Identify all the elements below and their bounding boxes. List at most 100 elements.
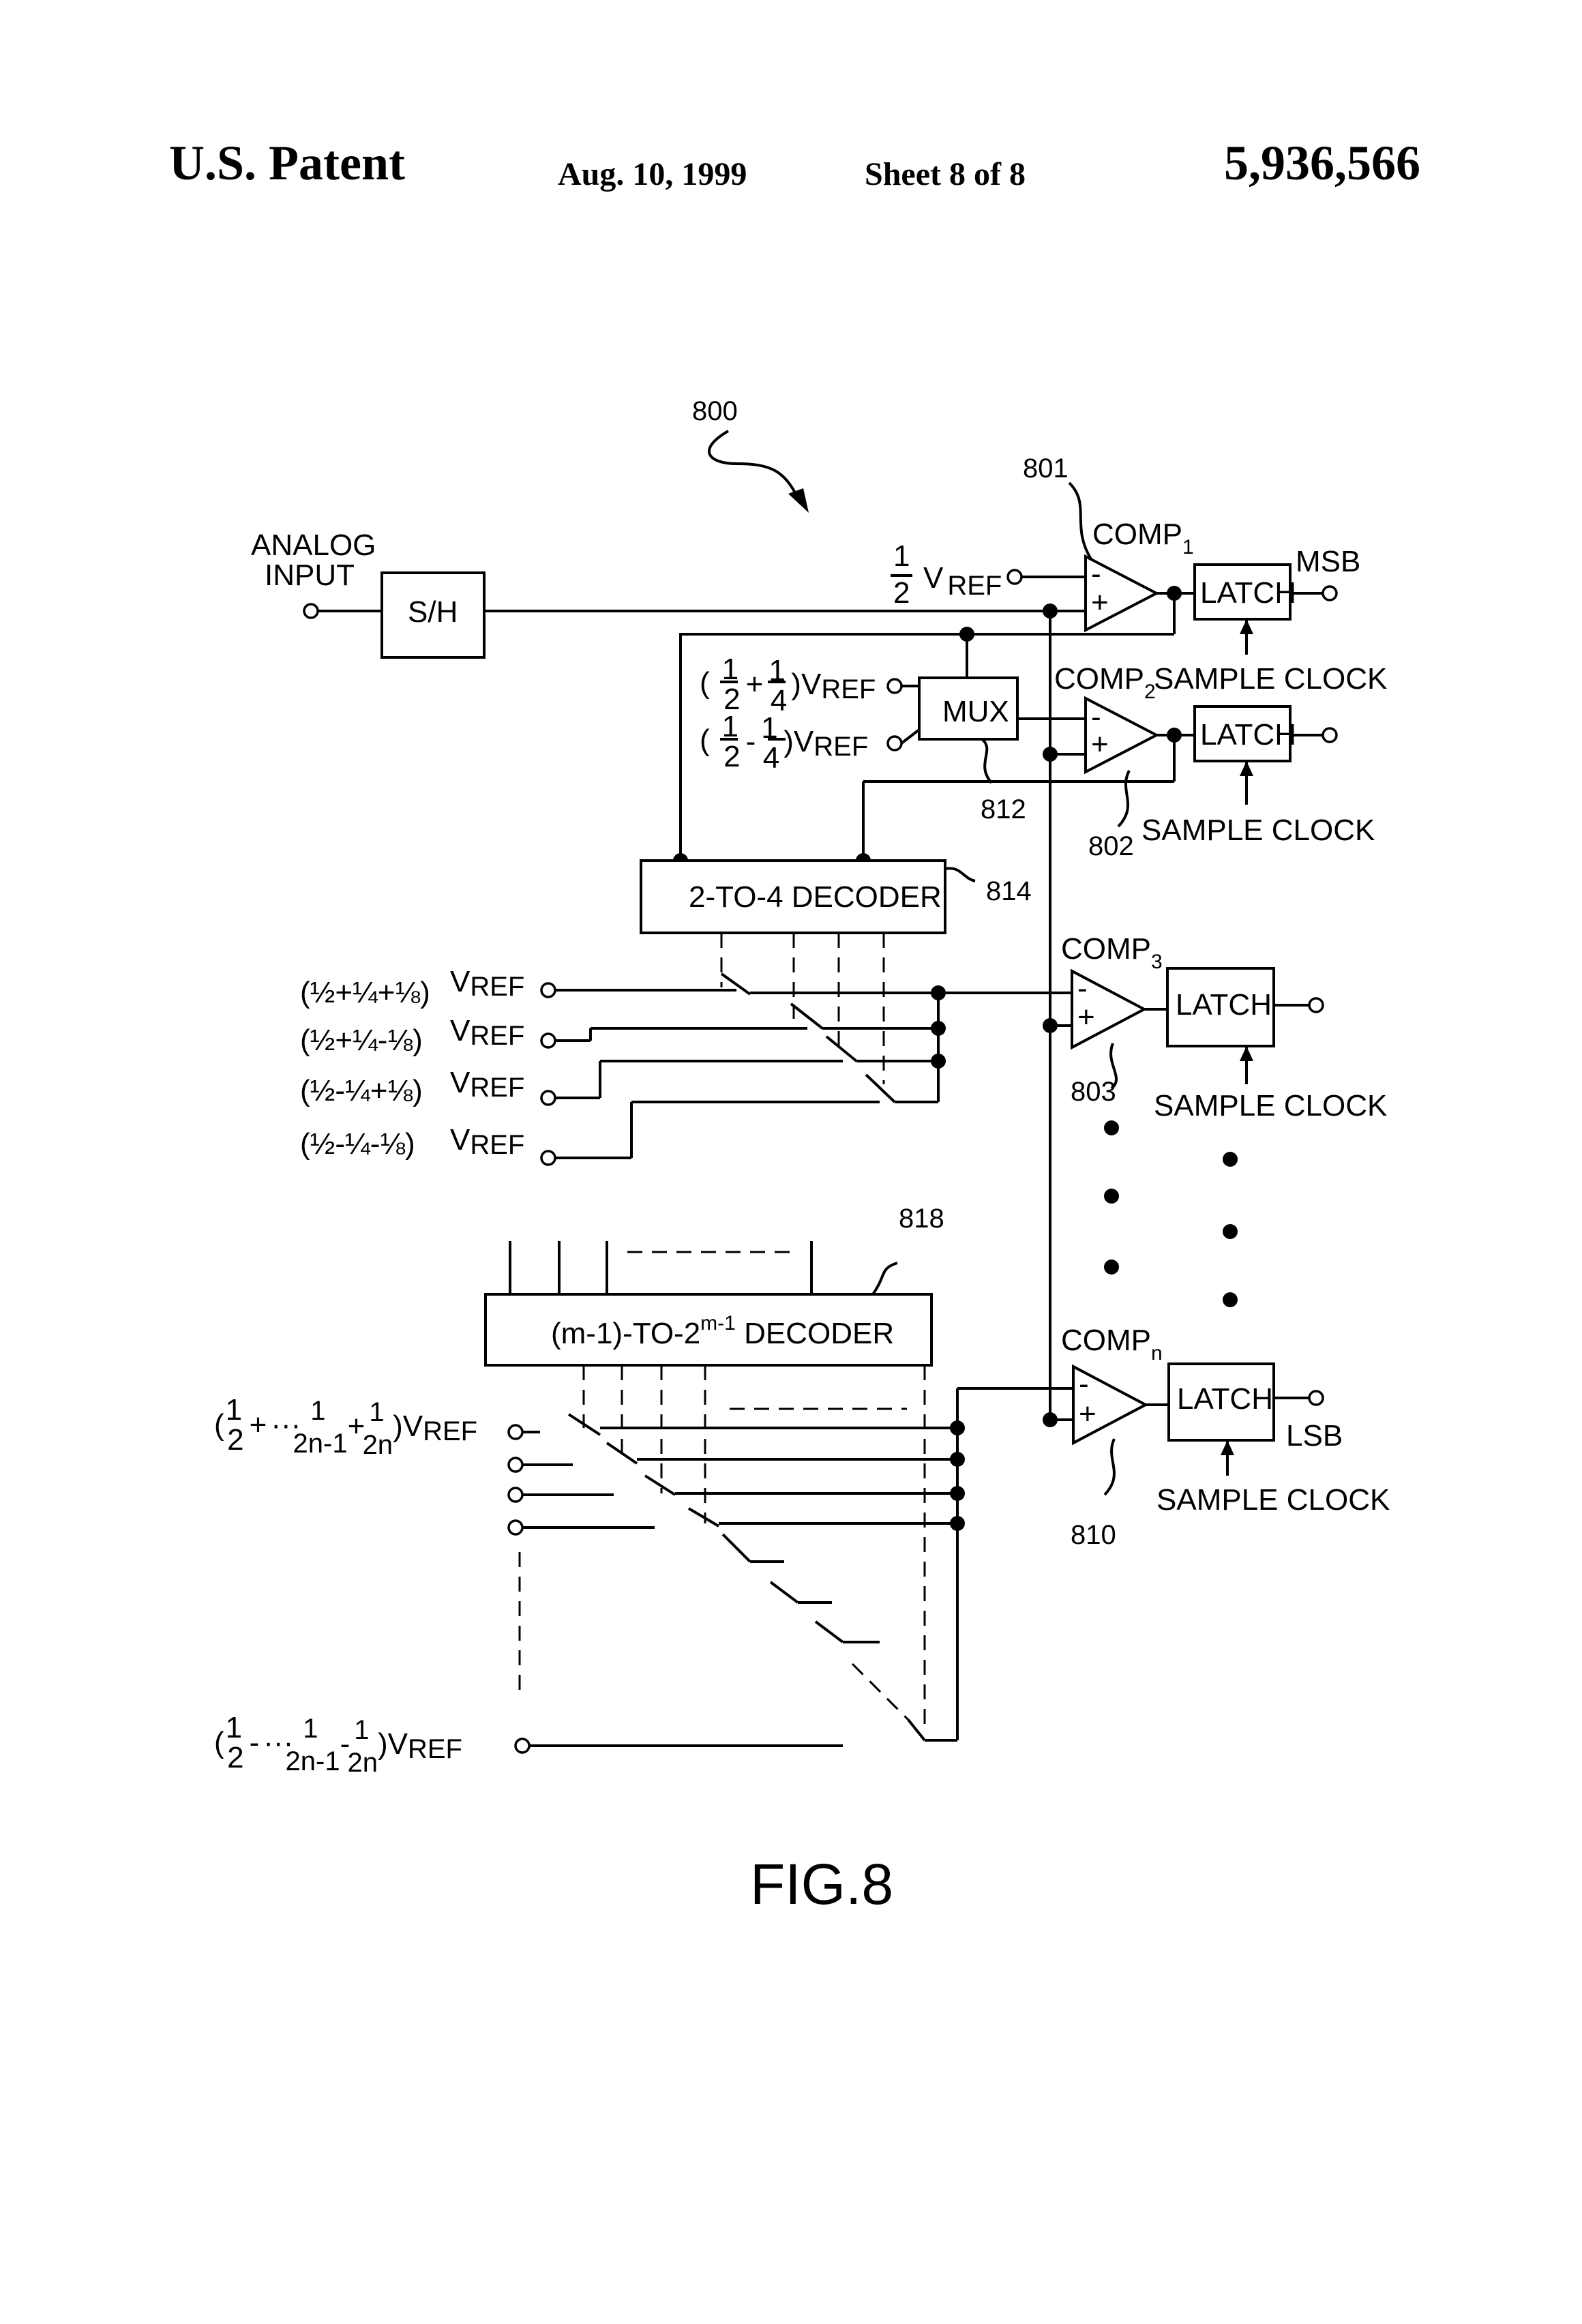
ellipsis-dot (1223, 1224, 1238, 1239)
comp3-sub: 3 (1151, 951, 1163, 973)
comp2-name: COMP (1054, 662, 1144, 696)
patent-label: U.S. Patent (169, 136, 405, 190)
ladder-step (769, 1581, 799, 1604)
clock-arrowhead (1240, 619, 1253, 634)
decoder-m-block (484, 1293, 933, 1367)
ref-802-leader (1117, 770, 1131, 828)
comp1-sub: 1 (1182, 536, 1194, 558)
ref-812: 812 (981, 794, 1026, 824)
decoder-m-tail: DECODER (736, 1317, 894, 1350)
analog-input-label-1: ANALOG (251, 528, 376, 562)
ladder-step (721, 1533, 751, 1563)
junction-dot (950, 1516, 965, 1531)
den: 2n-1 (286, 1746, 340, 1776)
junction-dot (931, 1021, 946, 1036)
ref3-label: (½-¼+⅛) (300, 1074, 423, 1107)
refn-4-terminal (507, 1519, 524, 1536)
junction-dot (931, 1054, 946, 1069)
switch-4 (865, 1073, 896, 1103)
latch3-block (1166, 967, 1275, 1047)
compn-plus: + (1079, 1397, 1096, 1431)
ref3-terminal (540, 1090, 556, 1106)
comp2-minus: - (1091, 700, 1101, 734)
vref-v: V (388, 1727, 408, 1761)
ellipsis: ··· (271, 1408, 301, 1442)
den: 2n-1 (293, 1429, 348, 1459)
den: 2 (723, 740, 740, 773)
paren: ( (700, 724, 710, 757)
paren: ( (214, 1726, 224, 1759)
comp3-name: COMP (1061, 932, 1151, 966)
ref2-vref: VREF (450, 1014, 524, 1051)
op: - (340, 1727, 350, 1761)
bit3-terminal (1308, 997, 1324, 1013)
den: 2 (227, 1423, 243, 1457)
paren: ) (783, 725, 794, 758)
comp1-symbol (1084, 554, 1160, 633)
vref-half-num: 1 (893, 539, 910, 573)
vref-sub: REF (408, 1734, 462, 1764)
vref-sub: REF (470, 1130, 524, 1160)
latch2-block (1193, 705, 1292, 762)
compn-symbol (1072, 1364, 1149, 1446)
switch-m2 (606, 1442, 638, 1465)
paren: ( (700, 666, 710, 700)
patent-date: Aug. 10, 1999 (558, 156, 747, 192)
latch1-block (1193, 563, 1292, 621)
num: 1 (303, 1714, 318, 1744)
compn-label: COMPn (1061, 1324, 1163, 1365)
comp2-plus: + (1091, 728, 1109, 761)
latch2-label: LATCH (1200, 718, 1296, 751)
latchn-block (1167, 1362, 1275, 1442)
vref-v: V (801, 668, 822, 701)
clock-arrowhead (1240, 1046, 1253, 1061)
analog-input-label-2: INPUT (265, 558, 355, 592)
switch-3 (825, 1035, 858, 1062)
num: 1 (226, 1393, 242, 1427)
vref-v: V (403, 1410, 423, 1443)
ref-800-leader (707, 430, 799, 498)
vref-sub: REF (470, 972, 524, 1002)
ref2-terminal (540, 1032, 556, 1049)
paren: ) (791, 668, 801, 701)
comp3-label: COMP3 (1061, 932, 1163, 973)
msb-label: MSB (1296, 545, 1360, 578)
switch-m3 (644, 1474, 676, 1496)
clock-arrowhead (1221, 1440, 1234, 1455)
ladder-step (814, 1620, 844, 1643)
ref2-label: (½+¼-⅛) (300, 1024, 423, 1057)
den: 2n (347, 1748, 378, 1778)
op: + (250, 1408, 267, 1442)
mux-in2-terminal (886, 735, 903, 751)
refn-3-terminal (507, 1487, 524, 1503)
sample-clock-label-n: SAMPLE CLOCK (1156, 1483, 1390, 1517)
decoder-2to4-label: 2-TO-4 DECODER (689, 880, 942, 914)
ref-814: 814 (986, 876, 1032, 906)
ref-812-leader (981, 738, 993, 784)
figure-caption: FIG.8 (750, 1852, 893, 1916)
ref-802: 802 (1088, 831, 1134, 861)
ref-814-leader (944, 867, 976, 882)
ref1-label: (½+¼+⅛) (300, 976, 430, 1009)
decoder-m-text: (m-1)-TO-2 (551, 1317, 700, 1350)
paren: ( (214, 1408, 224, 1442)
sample-hold-label: S/H (408, 595, 458, 629)
decoder-m-sup: m-1 (700, 1312, 736, 1335)
op: + (746, 668, 764, 701)
compn-minus: - (1079, 1367, 1089, 1401)
analog-input-terminal (303, 603, 319, 619)
sheet-number: Sheet 8 of 8 (865, 156, 1026, 192)
den: 4 (763, 741, 779, 775)
mux-block (918, 676, 1019, 741)
num: 1 (722, 710, 738, 743)
ref-800: 800 (692, 396, 738, 426)
ref4-vref: VREF (450, 1123, 524, 1160)
ref-810: 810 (1071, 1520, 1116, 1550)
comp2-symbol (1084, 696, 1160, 775)
vref-v: V (450, 1123, 471, 1157)
